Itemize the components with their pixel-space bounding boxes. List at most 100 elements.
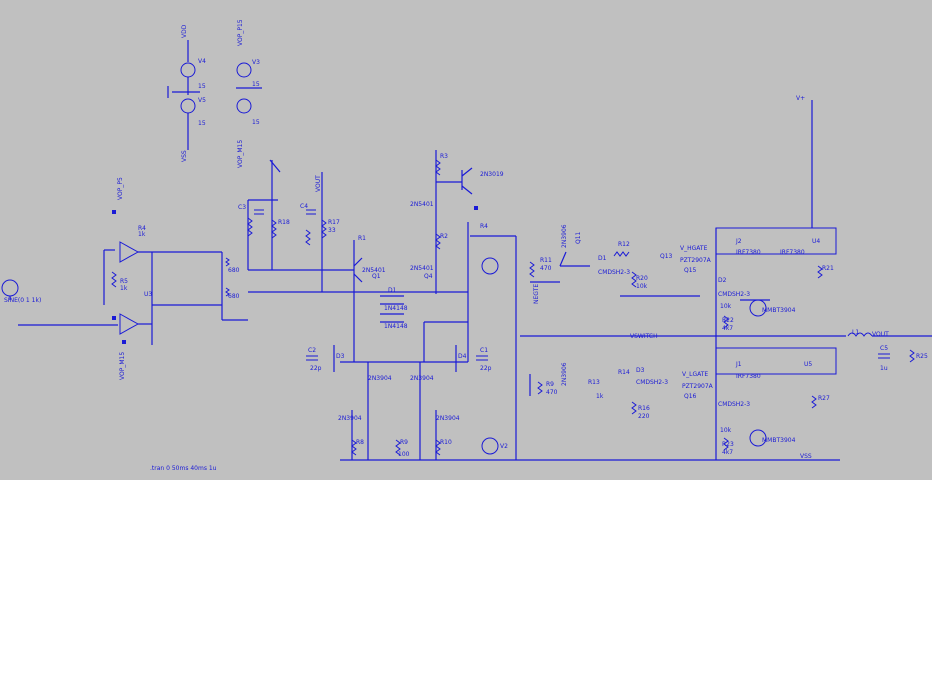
diode-cmdsh-bottom: CMDSH2-3 bbox=[636, 379, 668, 386]
diode-cmdsh-lower: CMDSH2-3 bbox=[718, 401, 750, 408]
transistor-q11-label: Q11 bbox=[575, 231, 582, 244]
resistor-r4b-label: R4 bbox=[480, 223, 488, 230]
resistor-r7-value: 680 bbox=[228, 293, 240, 300]
transistor-q12-part: 2N3906 bbox=[561, 362, 568, 386]
diode-d3-label: D3 bbox=[336, 353, 345, 360]
resistor-r4-label: R4 bbox=[138, 225, 146, 232]
output-stage: V+ J2 IRF7380 U4 IRF7380 J1 IRF7380 U5 R… bbox=[715, 95, 932, 460]
simulation-directive: .tran 0 50ms 40ms 1u bbox=[150, 465, 217, 472]
resistor-r20-label: R20 bbox=[636, 275, 648, 282]
gain-stage: C3 R18 C4 R17 33 VOUT R1 2N5401 Q1 D1 1N… bbox=[238, 150, 840, 461]
net-vmid-label: VSWITCH bbox=[630, 333, 658, 340]
source-v3-label: V3 bbox=[252, 59, 260, 66]
transistor-q8-part: 2N3904 bbox=[338, 415, 362, 422]
input-stage: SINE(0 1 1k) R5 1k R4 1k U3 VOP_P5 VOP_M… bbox=[1, 177, 248, 380]
diode-d5-label: D1 bbox=[598, 255, 607, 262]
resistor-r22-ohm: 4k7 bbox=[722, 325, 733, 332]
diode-d7-label: D2 bbox=[718, 277, 727, 284]
transistor-q13-label: Q13 bbox=[660, 253, 673, 260]
transistor-q1-label: Q1 bbox=[372, 273, 381, 280]
capacitor-c3-label: C3 bbox=[238, 204, 246, 211]
capacitor-c4-label: C4 bbox=[300, 203, 308, 210]
resistor-r9-value: 100 bbox=[398, 451, 410, 458]
diode-d6-label: D3 bbox=[636, 367, 645, 374]
resistor-r5-value: 1k bbox=[120, 285, 128, 292]
resistor-r13-label: R13 bbox=[588, 379, 600, 386]
inductor-l1-label: L1 bbox=[852, 329, 859, 336]
diode-cmdsh-upper: CMDSH2-3 bbox=[718, 291, 750, 298]
mosfet-u4-part: IRF7380 bbox=[780, 249, 805, 256]
capacitor-c1-label: C1 bbox=[480, 347, 488, 354]
resistor-r18-label: R18 bbox=[278, 219, 290, 226]
source-v1-value: 15 bbox=[252, 119, 260, 126]
source-v5-label: V5 bbox=[198, 97, 206, 104]
net-vdd-label: VDD bbox=[181, 24, 188, 38]
net-vout2-label: VOUT bbox=[872, 331, 889, 338]
capacitor-c2-label: C2 bbox=[308, 347, 316, 354]
schematic-drawing: VDD VSS V4 15 V5 15 VOP_P15 VOP_M15 V3 1… bbox=[1, 19, 932, 472]
mosfet-u4-label: U4 bbox=[812, 238, 820, 245]
supply-opamp-source: VOP_P15 VOP_M15 V3 15 15 bbox=[236, 19, 262, 168]
resistor-r10-label: R10 bbox=[440, 439, 452, 446]
net-vop-m15b-label: VOP_M15 bbox=[119, 352, 126, 380]
resistor-r11-label: R11 bbox=[540, 257, 552, 264]
resistor-r8-label: R8 bbox=[356, 439, 364, 446]
diode-cmdsh-top: CMDSH2-3 bbox=[598, 269, 630, 276]
resistor-r1-label: R1 bbox=[358, 235, 366, 242]
transistor-q4-part: 2N5401 bbox=[410, 265, 434, 272]
transistor-q5-part: 2N3904 bbox=[368, 375, 392, 382]
resistor-r23-value: 10k bbox=[720, 427, 732, 434]
source-v5-value: 15 bbox=[198, 120, 206, 127]
mosfet-j1-part: IRF7380 bbox=[736, 373, 761, 380]
diode-d4-label: D4 bbox=[458, 353, 467, 360]
resistor-load-label: R25 bbox=[916, 353, 928, 360]
capacitor-c5-label: C5 bbox=[880, 345, 888, 352]
opamp-u3-label: U3 bbox=[144, 291, 152, 298]
net-vop-p15-label: VOP_P15 bbox=[237, 19, 244, 46]
mosfet-u5-label: U5 bbox=[804, 361, 812, 368]
transistor-q3-part: 2N5401 bbox=[410, 201, 434, 208]
mosfet-j1-label: J1 bbox=[735, 361, 742, 368]
net-neg-label: NEGTE bbox=[533, 284, 540, 304]
transistor-q15-label: Q15 bbox=[684, 267, 697, 274]
resistor-r12-label: R12 bbox=[618, 241, 630, 248]
resistor-r22-value: 10k bbox=[720, 303, 732, 310]
transistor-q2-part: 2N3019 bbox=[480, 171, 504, 178]
net-vss-label: VSS bbox=[181, 150, 188, 162]
resistor-r14-label: R14 bbox=[618, 369, 630, 376]
resistor-r9-label: R9 bbox=[400, 439, 408, 446]
transistor-q9-part: MMBT3904 bbox=[762, 437, 796, 444]
resistor-r27-label: R27 bbox=[818, 395, 830, 402]
resistor-r9b-value: 470 bbox=[546, 389, 558, 396]
mosfet-j2-label: J2 bbox=[735, 238, 742, 245]
schematic-canvas: VDD VSS V4 15 V5 15 VOP_P15 VOP_M15 V3 1… bbox=[0, 0, 932, 480]
resistor-r17-label: R17 bbox=[328, 219, 340, 226]
resistor-r13-value: 1k bbox=[596, 393, 604, 400]
capacitor-c5-value: 1u bbox=[880, 365, 888, 372]
transistor-q13-part: PZT2907A bbox=[680, 257, 712, 264]
resistor-r5-label: R5 bbox=[120, 278, 128, 285]
net-vss-right-label: VSS bbox=[800, 453, 812, 460]
resistor-r20-value: 10k bbox=[636, 283, 648, 290]
resistor-r9b-label: R9 bbox=[546, 381, 554, 388]
net-vp-label: V+ bbox=[796, 95, 805, 102]
transistor-q14-part: PZT2907A bbox=[682, 383, 714, 390]
transistor-q7-part: MMBT3904 bbox=[762, 307, 796, 314]
resistor-r2-label: R2 bbox=[440, 233, 448, 240]
capacitor-c2-value: 22p bbox=[310, 365, 322, 372]
resistor-r16-label: R16 bbox=[638, 405, 650, 412]
supply-vdd-source: VDD VSS V4 15 V5 15 bbox=[167, 24, 206, 162]
resistor-r22-label: R22 bbox=[722, 317, 734, 324]
diode-d1-label: D1 bbox=[388, 287, 397, 294]
net-vlgate-label: V_LGATE bbox=[682, 371, 708, 378]
source-v4-label: V4 bbox=[198, 58, 206, 65]
transistor-q11-part: 2N3906 bbox=[561, 224, 568, 248]
source-v2-label: V2 bbox=[500, 443, 508, 450]
transistor-q6-part: 2N3904 bbox=[410, 375, 434, 382]
source-v4-value: 15 bbox=[198, 83, 206, 90]
net-vout-label: VOUT bbox=[315, 175, 322, 192]
transistor-q1-part: 2N5401 bbox=[362, 267, 386, 274]
resistor-r23-label: R23 bbox=[722, 441, 734, 448]
mosfet-j2-part: IRF7380 bbox=[736, 249, 761, 256]
net-vhgate-label: V_HGATE bbox=[680, 245, 708, 252]
